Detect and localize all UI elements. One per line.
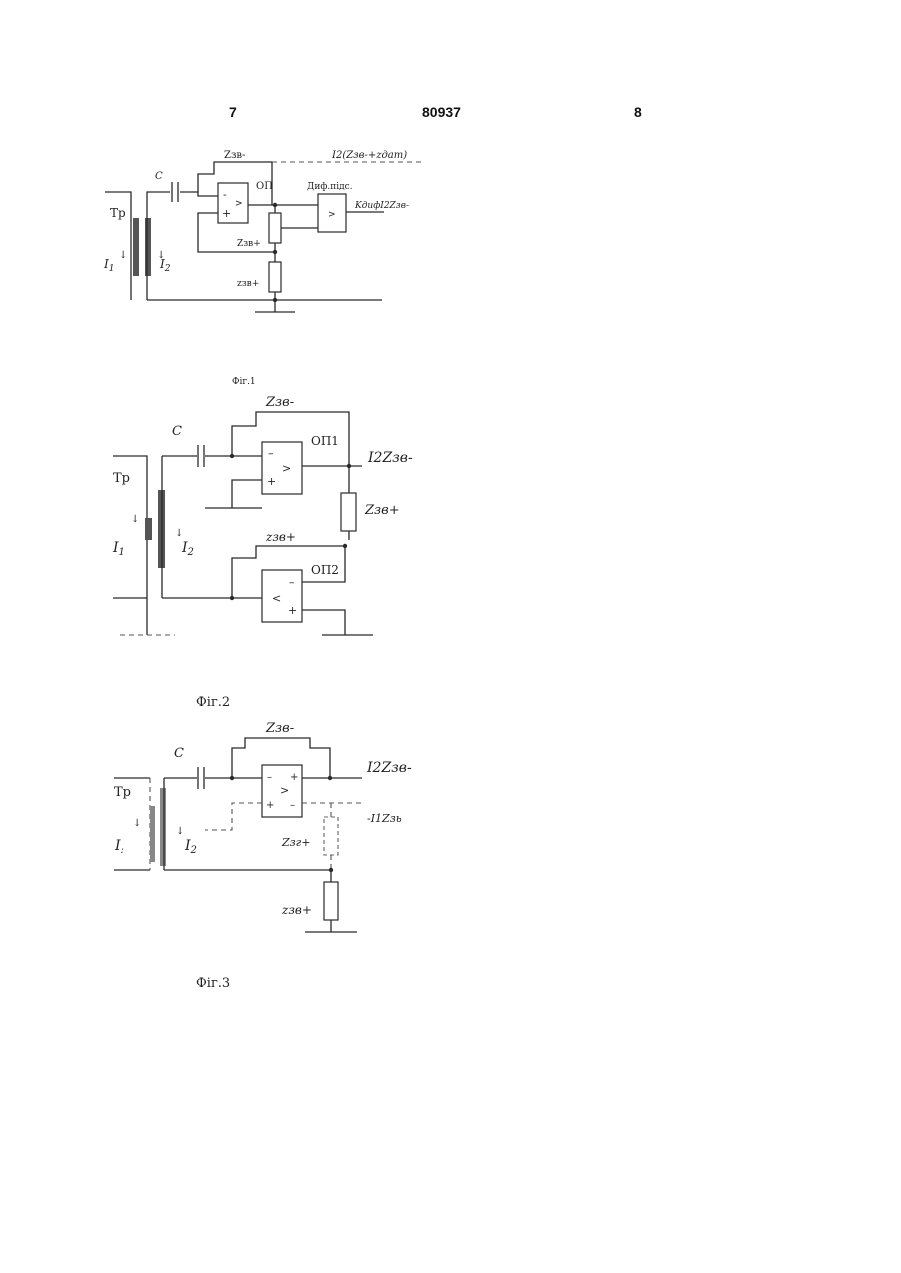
fig1-label-opamp: ОП xyxy=(256,181,273,192)
fig3-opamp-minus-top: – xyxy=(267,772,272,783)
fig1-label-z-plus-2: zзв+ xyxy=(237,279,259,289)
fig2-caption: Фіг.2 xyxy=(196,695,230,710)
fig2-label-capacitor: C xyxy=(172,424,182,439)
figure-3-circuit: – + > + – Тр ↓ I: ↓ I2 C Zзв- I2Zзв- -I1… xyxy=(0,710,901,1000)
figure-1-circuit: - + > > Тр I1 ↓ ↓ I2 C Zзв- ОП Диф.підс.… xyxy=(0,0,901,400)
fig1-label-z-feedback: Zзв- xyxy=(224,150,245,161)
fig2-label-z-plus-series: Zзв+ xyxy=(364,503,400,518)
fig1-arrow-i1: ↓ xyxy=(119,250,127,261)
fig3-transformer-core-primary xyxy=(150,806,155,862)
fig2-label-z-plus-feedback: zзв+ xyxy=(265,530,296,544)
fig2-arrow-i2: ↓ xyxy=(175,528,183,539)
fig1-resistor-z-plus-2 xyxy=(269,262,281,292)
fig3-opamp-symbol: > xyxy=(280,784,289,797)
fig1-label-output-right: KдифI2Zзв- xyxy=(354,201,409,211)
fig2-opamp2-symbol: < xyxy=(272,592,281,605)
fig3-label-z-dashed: Zзг+ xyxy=(281,836,310,849)
fig3-arrow-i1: ↓ xyxy=(133,818,141,829)
fig2-label-i2: I2 xyxy=(181,540,194,558)
fig3-arrow-i2: ↓ xyxy=(176,826,184,837)
fig2-opamp1-plus: + xyxy=(267,475,276,488)
fig3-label-output: I2Zзв- xyxy=(366,760,412,776)
fig2-opamp2-node xyxy=(343,544,347,548)
fig1-opamp-plus: + xyxy=(222,207,231,220)
fig1-transformer-core-primary xyxy=(133,218,139,276)
fig1-label-i1: I1 xyxy=(103,257,114,274)
fig1-transformer-core-secondary xyxy=(145,218,151,276)
fig3-opamp-minus-bottom: – xyxy=(290,800,295,811)
fig2-opamp1-plus-wire xyxy=(232,480,262,508)
fig3-dashed-input xyxy=(205,803,262,830)
fig2-label-z-feedback: Zзв- xyxy=(265,395,294,410)
fig2-label-transformer: Тр xyxy=(113,471,130,486)
fig2-opamp2-input-node xyxy=(230,596,234,600)
fig2-label-i1: I1 xyxy=(112,540,125,558)
fig3-label-capacitor: C xyxy=(174,746,184,761)
fig1-label-output-top: I2(Zзв-+zдат) xyxy=(331,150,407,161)
fig1-caption: Фіг.1 xyxy=(232,377,256,387)
fig3-transformer-core-secondary xyxy=(160,788,166,866)
fig3-resistor-z-plus xyxy=(324,882,338,920)
fig1-diff-amp-symbol: > xyxy=(328,210,336,220)
fig2-opamp2-minus: – xyxy=(289,576,295,589)
fig3-opamp-plus-bottom: + xyxy=(266,800,274,811)
fig2-resistor-z-plus-series xyxy=(341,493,356,531)
fig2-transformer-core-primary xyxy=(145,518,152,540)
fig3-label-i1: I: xyxy=(114,838,124,856)
fig2-label-opamp1: ОП1 xyxy=(311,434,339,448)
fig2-opamp2-plus: + xyxy=(288,604,297,617)
fig1-mid-node xyxy=(273,250,277,254)
fig2-opamp2-plus-wire xyxy=(302,610,345,635)
fig1-opamp-symbol: > xyxy=(235,199,243,209)
fig2-arrow-i1: ↓ xyxy=(131,514,139,525)
fig2-label-opamp2: ОП2 xyxy=(311,563,339,577)
fig3-caption: Фіг.3 xyxy=(196,976,230,991)
fig3-resistor-dashed xyxy=(324,817,338,855)
fig3-label-z-feedback: Zзв- xyxy=(265,721,294,736)
fig1-opamp-minus: - xyxy=(223,188,227,201)
fig3-opamp-plus-top: + xyxy=(290,772,298,783)
fig1-cap-left-wire xyxy=(147,192,170,204)
fig1-resistor-z-plus-1 xyxy=(269,213,281,243)
figure-2-circuit: – + > – + < Тр ↓ I1 ↓ I2 C Zзв- ОП1 ОП2 … xyxy=(0,390,901,710)
fig2-label-output: I2Zзв- xyxy=(367,450,413,466)
fig3-label-z-plus: zзв+ xyxy=(281,903,312,917)
fig1-label-transformer: Тр xyxy=(110,206,126,220)
fig3-label-transformer: Тр xyxy=(114,785,131,800)
fig3-label-i2: I2 xyxy=(184,838,197,856)
fig2-opamp1-symbol: > xyxy=(282,462,291,475)
fig1-cap-right-wire xyxy=(180,192,218,196)
fig1-label-capacitor: C xyxy=(155,171,163,182)
fig3-output-node xyxy=(328,776,332,780)
fig1-label-diff-amp: Диф.підс. xyxy=(307,182,353,192)
fig1-label-z-plus-1: Zзв+ xyxy=(237,239,261,249)
fig1-ground-node xyxy=(273,298,277,302)
fig3-label-output-dashed: -I1Zзь xyxy=(367,812,402,825)
fig2-opamp1-minus: – xyxy=(268,447,274,460)
